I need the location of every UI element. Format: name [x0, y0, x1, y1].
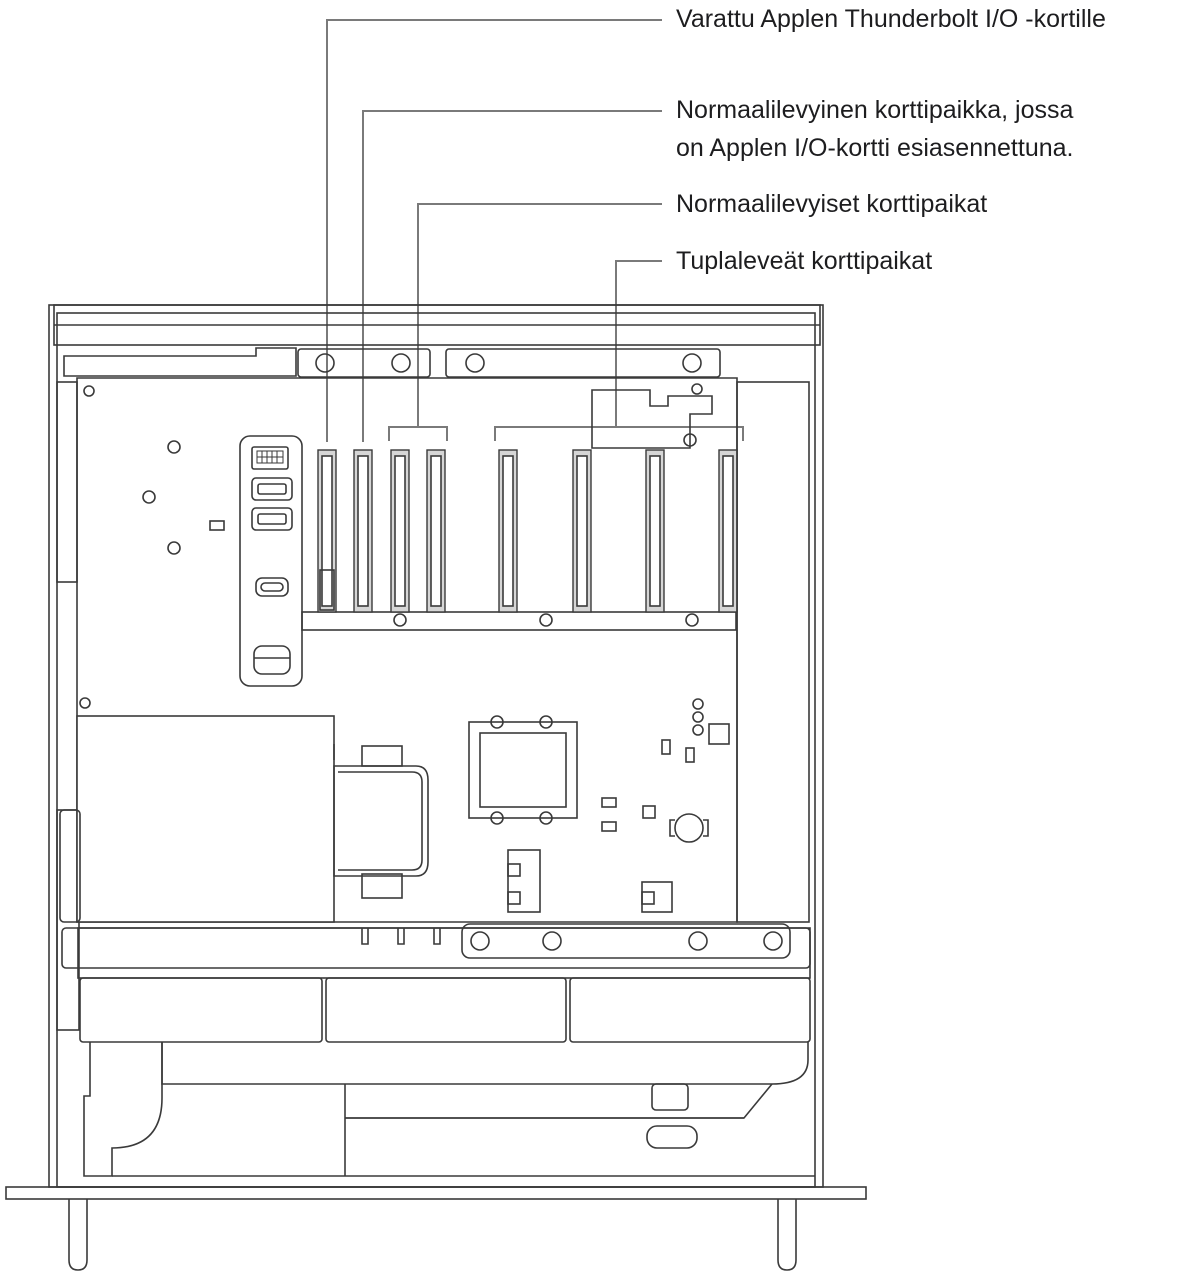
power-supply: [59, 715, 429, 923]
foot-right: [777, 1199, 797, 1271]
callout-thunderbolt-reserved: Varattu Applen Thunderbolt I/O -kortille: [676, 5, 1106, 33]
callout-double-width-slots: Tuplaleveät korttipaikat: [676, 247, 933, 275]
callout-line-io-card: [362, 110, 662, 442]
ethernet-port-icon: [251, 446, 289, 470]
hdmi-port-icon-1: [251, 477, 293, 501]
bay-1: [79, 977, 323, 1043]
top-bracket-2: [445, 348, 721, 378]
bay-3: [569, 977, 811, 1043]
foot-left: [68, 1199, 88, 1271]
callout-io-card-slot-line2: on Applen I/O-kortti esiasennettuna.: [676, 134, 1074, 162]
headphone-port-icon: [253, 645, 291, 675]
bracket-single-width: [388, 426, 448, 441]
bay-2: [325, 977, 567, 1043]
base-plate: [5, 1186, 867, 1200]
bays: [79, 977, 811, 1043]
pcie-slots: [301, 449, 738, 631]
callout-single-width-slots: Normaalilevyiset korttipaikat: [676, 190, 988, 218]
lower-rail: [61, 923, 811, 979]
callout-line-single-width: [417, 203, 662, 427]
board-components: [507, 698, 730, 913]
right-panel: [736, 381, 810, 923]
base: [5, 1186, 867, 1271]
bottom-section: [83, 1042, 815, 1177]
battery-icon: [674, 813, 704, 843]
top-bracket-1: [297, 348, 431, 378]
cpu-socket: [468, 715, 578, 825]
callout-io-card-slot-line1: Normaalilevyinen korttipaikka, jossa: [676, 96, 1074, 124]
callout-line-thunderbolt: [326, 19, 662, 442]
slot-rail: [301, 611, 737, 631]
callout-line-double-width: [615, 260, 662, 427]
top-bar-left: [63, 347, 297, 377]
io-panel: [239, 435, 303, 687]
callout-lines: [326, 19, 744, 442]
usb-c-port-icon: [255, 577, 289, 597]
hdmi-port-icon-2: [251, 507, 293, 531]
bracket-plate: [591, 389, 713, 449]
bracket-double-width: [494, 426, 744, 441]
